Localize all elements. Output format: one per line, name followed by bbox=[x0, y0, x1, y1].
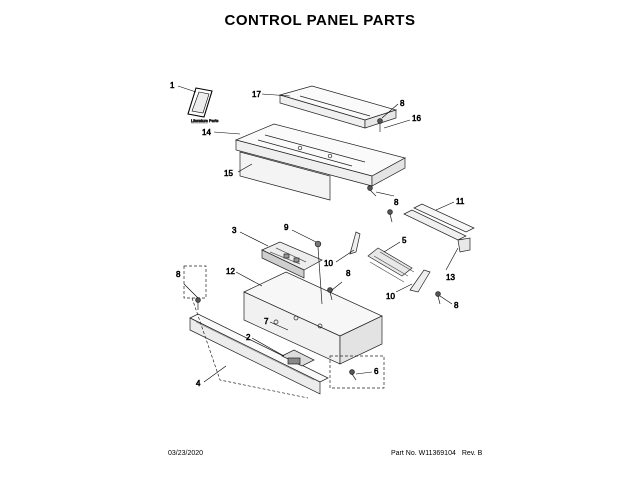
callout-10-upper: 10 bbox=[324, 259, 333, 268]
screw-icon bbox=[349, 369, 357, 381]
callout-6: 6 bbox=[374, 367, 379, 376]
electronic-control-board bbox=[261, 241, 323, 279]
callout-3: 3 bbox=[232, 226, 237, 235]
footer-part-number: Part No. W11369104 bbox=[391, 450, 456, 457]
callout-7: 7 bbox=[264, 317, 269, 326]
control-panel-housing bbox=[243, 271, 383, 365]
standoff-icon bbox=[314, 240, 323, 305]
screw-icon bbox=[435, 291, 441, 305]
screw-icon bbox=[195, 297, 201, 310]
callout-1: 1 bbox=[170, 81, 175, 90]
callout-15: 15 bbox=[224, 169, 233, 178]
callout-8-mid: 8 bbox=[394, 198, 399, 207]
screw-icon bbox=[367, 185, 377, 197]
callout-16: 16 bbox=[412, 114, 421, 123]
callout-8-center: 8 bbox=[346, 269, 351, 278]
callout-12: 12 bbox=[226, 267, 235, 276]
user-interface-module bbox=[281, 349, 315, 367]
callout-5: 5 bbox=[402, 236, 407, 245]
page-title: CONTROL PANEL PARTS bbox=[224, 12, 416, 29]
trim-strip bbox=[403, 203, 475, 241]
main-trim-panel bbox=[234, 123, 406, 201]
callout-9: 9 bbox=[284, 223, 289, 232]
callout-10-lower: 10 bbox=[386, 292, 395, 301]
ribbed-relay-assembly bbox=[367, 247, 415, 283]
callout-8-top: 8 bbox=[400, 99, 405, 108]
footer-part-info: Part No. W11369104 Rev. B bbox=[391, 450, 488, 457]
literature-parts-label-group: Literature Parts bbox=[191, 118, 219, 124]
callout-group: 1 17 8 16 14 15 8 11 3 9 5 10 13 8 12 10… bbox=[170, 81, 465, 389]
front-control-glass bbox=[189, 313, 329, 395]
screw-icon bbox=[377, 118, 383, 132]
callout-8-right: 8 bbox=[454, 301, 459, 310]
callout-2: 2 bbox=[246, 333, 251, 342]
callout-14: 14 bbox=[202, 128, 211, 137]
footer-revision: Rev. B bbox=[461, 450, 483, 457]
harness-dashed-group-right bbox=[329, 355, 385, 389]
literature-parts-booklet bbox=[187, 87, 213, 118]
screw-icon bbox=[327, 287, 333, 301]
callout-17: 17 bbox=[252, 90, 261, 99]
mounting-bracket-left bbox=[349, 231, 361, 255]
strip-end-bracket bbox=[457, 237, 471, 253]
harness-dashed-group-left bbox=[183, 265, 309, 399]
footer-date: 03/23/2020 bbox=[168, 450, 204, 457]
mounting-bracket-right bbox=[409, 269, 431, 293]
callout-8-left: 8 bbox=[176, 270, 181, 279]
screw-icon bbox=[387, 209, 393, 223]
callout-4: 4 bbox=[196, 379, 201, 388]
callout-11: 11 bbox=[456, 197, 465, 206]
callout-13: 13 bbox=[446, 273, 455, 282]
literature-parts-label: Literature Parts bbox=[191, 118, 218, 123]
